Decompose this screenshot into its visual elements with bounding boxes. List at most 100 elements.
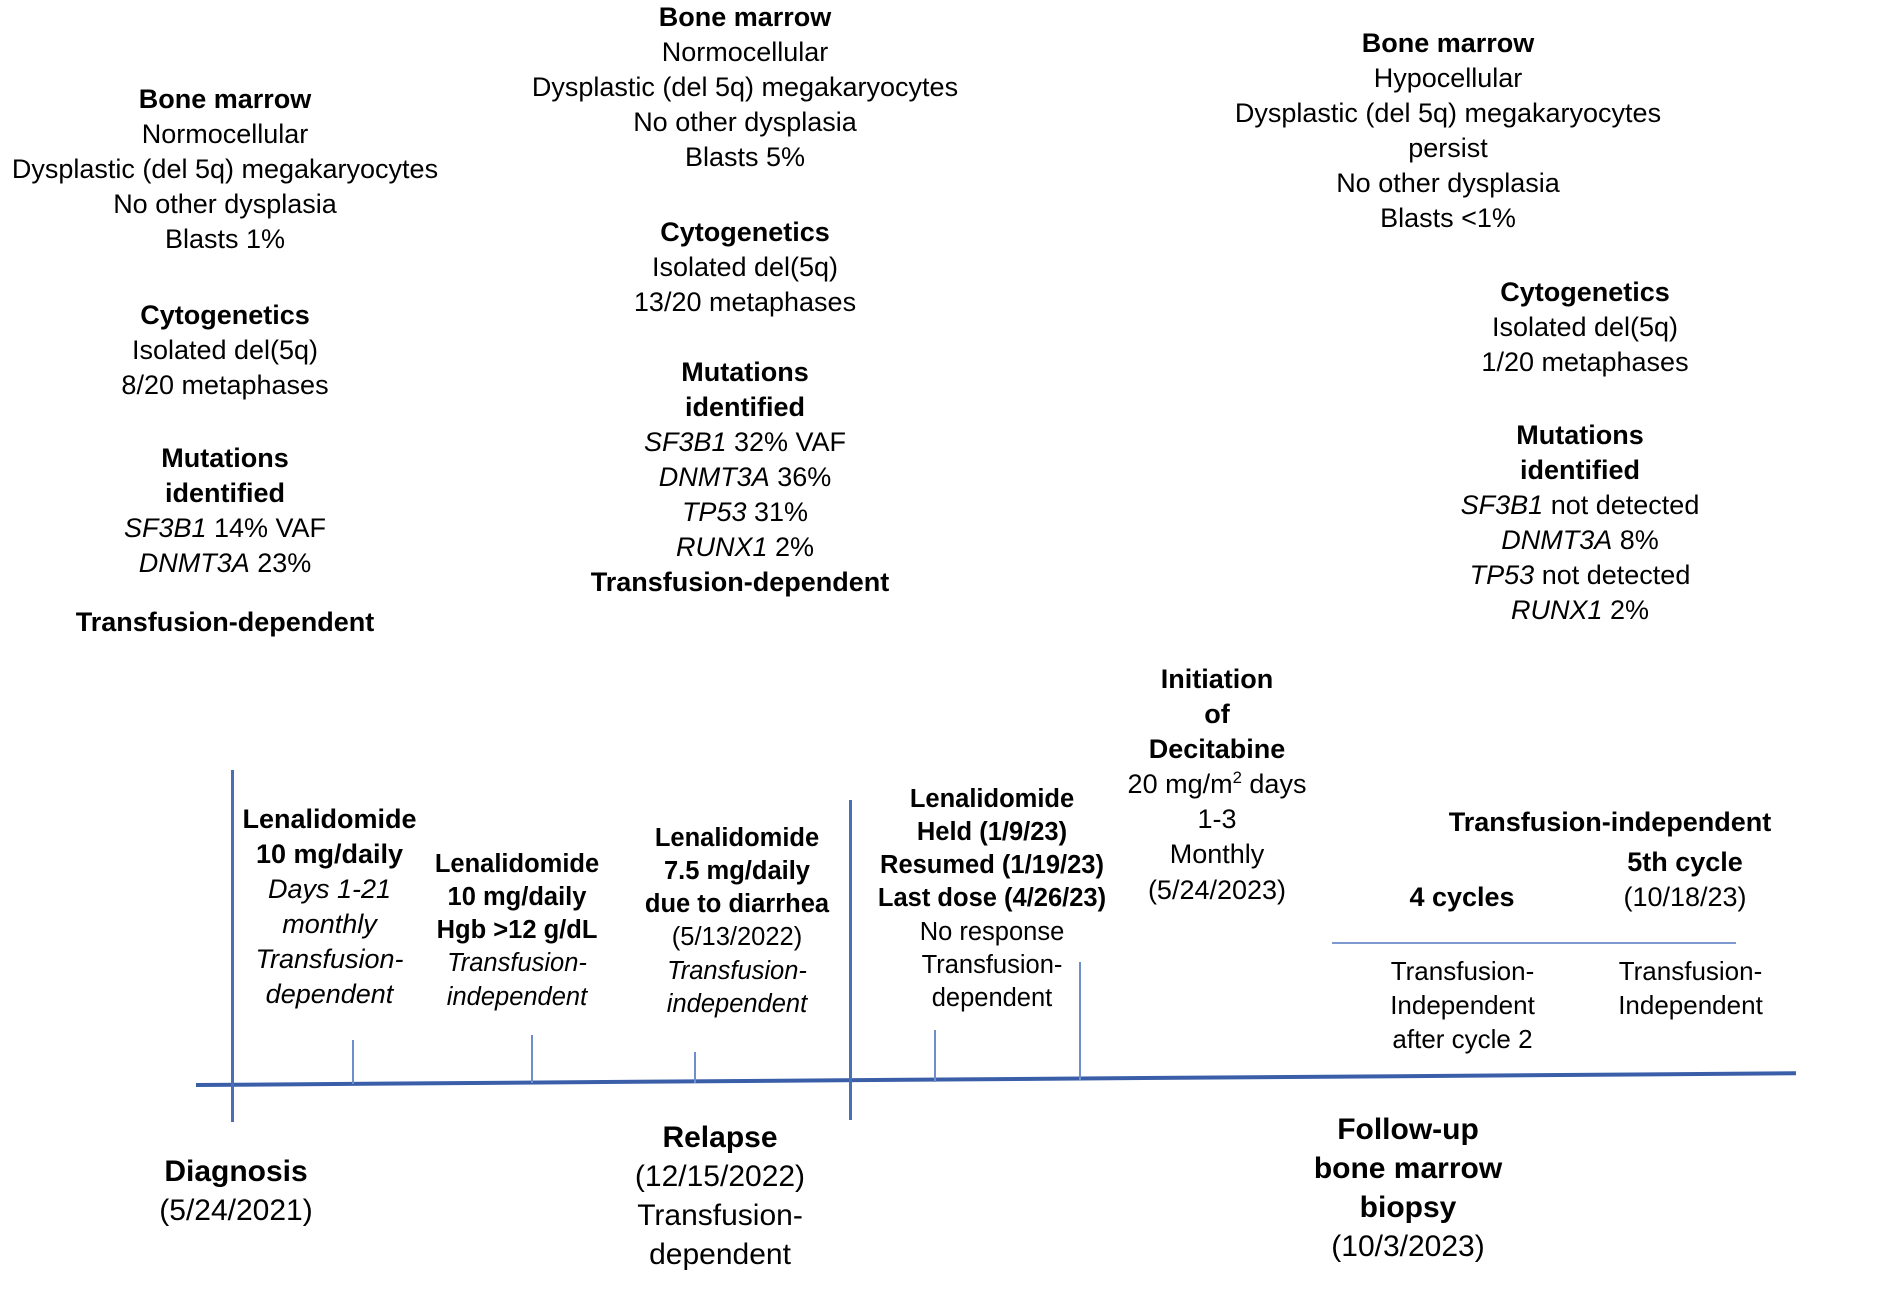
len3-italic-1: Transfusion- <box>667 956 807 985</box>
followup-mutations-heading-1: Mutations <box>1516 420 1644 450</box>
diagnosis-mutation-value-1: 14% VAF <box>214 513 327 544</box>
diagnosis-cytogenetics-line-1: Isolated del(5q) <box>131 335 319 366</box>
len1-italic-2: monthly <box>282 909 377 940</box>
relapse-mutation-value-4: 2% <box>775 532 815 563</box>
followup-mutation-gene-1: SF3B1 <box>1460 490 1544 521</box>
response-cycles-label: 4 cycles <box>1409 882 1515 912</box>
len2-italic-1: Transfusion- <box>447 949 587 978</box>
len1-bold-2: 10 mg/daily <box>255 839 404 870</box>
tick-lenalidomide-3 <box>694 1052 696 1083</box>
milestone-followup-label-1: Follow-up <box>1337 1113 1479 1146</box>
panel-diagnosis-marrow: Bone marrow Normocellular Dysplastic (de… <box>0 82 460 257</box>
followup-bone-marrow-line-5: Blasts <1% <box>1380 203 1516 234</box>
len4-bold-1: Lenalidomide <box>909 785 1075 813</box>
relapse-mutations-heading-2: identified <box>685 392 805 423</box>
response-right-note-2: Independent <box>1618 989 1763 1020</box>
milestone-diagnosis-label: Diagnosis <box>164 1155 308 1188</box>
panel-diagnosis-cytogenetics: Cytogenetics Isolated del(5q) 8/20 metap… <box>20 298 430 403</box>
diagnosis-mutation-row: DNMT3A 23% <box>20 546 430 581</box>
panel-followup-mutations: Mutations identified SF3B1 not detected … <box>1360 418 1800 629</box>
relapse-cytogenetics-line-1: Isolated del(5q) <box>651 252 839 283</box>
diagnosis-mutation-gene-1: SF3B1 <box>123 513 207 544</box>
len4-plain-1: No response <box>919 917 1065 946</box>
relapse-bone-marrow-line-1: Normocellular <box>661 37 829 68</box>
len2-italic-2: independent <box>446 982 588 1011</box>
len2-bold-2: 10 mg/daily <box>447 883 587 912</box>
len2-bold-3: Hgb >12 g/dL <box>436 916 598 945</box>
len1-italic-4: dependent <box>265 979 394 1010</box>
response-heading-2: 5th cycle <box>1627 847 1743 877</box>
len4-bold-2: Held (1/9/23) <box>916 818 1068 847</box>
tick-lenalidomide-1 <box>352 1040 354 1084</box>
decitabine-dose-suffix: days <box>1241 769 1307 800</box>
relapse-mutation-row: DNMT3A 36% <box>540 460 950 495</box>
timeline-axis <box>195 1071 1796 1087</box>
followup-mutation-row: DNMT3A 8% <box>1360 523 1800 558</box>
relapse-bone-marrow-line-3: No other dysplasia <box>633 107 857 138</box>
treatment-lenalidomide-1: Lenalidomide 10 mg/daily Days 1-21 month… <box>222 802 437 1013</box>
followup-mutation-value-3: not detected <box>1541 560 1691 591</box>
response-right-note: Transfusion- Independent <box>1583 955 1798 1023</box>
decitabine-plain-1: 1-3 <box>1197 804 1237 835</box>
len3-bold-1: Lenalidomide <box>654 824 820 852</box>
len4-plain-2: Transfusion- <box>921 950 1063 979</box>
followup-mutation-value-4: 2% <box>1610 595 1650 626</box>
panel-relapse-cytogenetics: Cytogenetics Isolated del(5q) 13/20 meta… <box>540 215 950 320</box>
treatment-decitabine: Initiation of Decitabine 20 mg/m2 days 1… <box>1108 662 1326 908</box>
relapse-mutation-value-2: 36% <box>777 462 832 493</box>
relapse-mutation-gene-4: RUNX1 <box>675 532 768 563</box>
len4-plain-3: dependent <box>931 983 1053 1012</box>
relapse-bone-marrow-line-2: Dysplastic (del 5q) megakaryocytes <box>531 72 959 103</box>
relapse-mutation-row: SF3B1 32% VAF <box>540 425 950 460</box>
followup-mutation-row: TP53 not detected <box>1360 558 1800 593</box>
decitabine-dose-prefix: 20 mg/m <box>1127 769 1233 800</box>
diagnosis-cytogenetics-line-2: 8/20 metaphases <box>121 370 329 401</box>
relapse-bone-marrow-heading: Bone marrow <box>658 2 832 32</box>
diagnosis-mutation-gene-2: DNMT3A <box>138 548 250 579</box>
milestone-relapse-note-1: Transfusion- <box>637 1199 803 1232</box>
followup-mutation-value-1: not detected <box>1550 490 1700 521</box>
followup-mutation-gene-3: TP53 <box>1469 560 1535 591</box>
diagnosis-bone-marrow-line-1: Normocellular <box>141 119 309 150</box>
followup-mutations-heading-2: identified <box>1520 455 1640 486</box>
response-divider-line <box>1332 942 1736 944</box>
diagnosis-mutation-value-2: 23% <box>257 548 312 579</box>
decitabine-plain-3: (5/24/2023) <box>1147 874 1287 905</box>
diagnosis-bone-marrow-line-2: Dysplastic (del 5q) megakaryocytes <box>11 154 439 185</box>
panel-followup-cytogenetics: Cytogenetics Isolated del(5q) 1/20 metap… <box>1380 275 1790 380</box>
relapse-mutation-value-3: 31% <box>754 497 809 528</box>
tick-relapse <box>849 800 852 1120</box>
followup-cytogenetics-line-2: 1/20 metaphases <box>1481 347 1689 378</box>
decitabine-bold-3: Decitabine <box>1148 734 1286 765</box>
decitabine-dose-exponent: 2 <box>1232 768 1242 788</box>
followup-mutation-row: SF3B1 not detected <box>1360 488 1800 523</box>
len1-italic-1: Days 1-21 <box>267 874 392 905</box>
milestone-followup-date: (10/3/2023) <box>1331 1230 1485 1263</box>
len4-bold-4: Last dose (4/26/23) <box>877 884 1107 913</box>
milestone-followup: Follow-up bone marrow biopsy (10/3/2023) <box>1258 1110 1558 1266</box>
tick-lenalidomide-4 <box>934 1030 936 1082</box>
milestone-relapse-label: Relapse <box>662 1121 778 1154</box>
milestone-relapse-note-2: dependent <box>649 1238 791 1271</box>
len1-italic-3: Transfusion- <box>255 944 404 975</box>
treatment-lenalidomide-4: Lenalidomide Held (1/9/23) Resumed (1/19… <box>862 783 1122 1015</box>
panel-followup-marrow: Bone marrow Hypocellular Dysplastic (del… <box>1128 26 1768 237</box>
treatment-lenalidomide-3: Lenalidomide 7.5 mg/daily due to diarrhe… <box>617 822 857 1021</box>
relapse-cytogenetics-heading: Cytogenetics <box>660 217 830 247</box>
followup-mutation-row: RUNX1 2% <box>1360 593 1800 628</box>
relapse-cytogenetics-line-2: 13/20 metaphases <box>633 287 857 318</box>
relapse-mutation-gene-3: TP53 <box>681 497 747 528</box>
diagnosis-bone-marrow-line-4: Blasts 1% <box>164 224 286 255</box>
response-date: (10/18/23) <box>1623 882 1747 912</box>
followup-bone-marrow-line-3: persist <box>1408 133 1488 164</box>
len3-date: (5/13/2022) <box>671 923 803 952</box>
decitabine-bold-2: of <box>1204 699 1230 730</box>
len3-bold-3: due to diarrhea <box>644 890 830 919</box>
diagnosis-cytogenetics-heading: Cytogenetics <box>140 300 310 330</box>
diagnosis-status-badge: Transfusion-dependent <box>75 607 375 637</box>
followup-cytogenetics-heading: Cytogenetics <box>1500 277 1670 307</box>
relapse-mutation-gene-2: DNMT3A <box>658 462 770 493</box>
diagnosis-bone-marrow-heading: Bone marrow <box>138 84 312 114</box>
followup-cytogenetics-line-1: Isolated del(5q) <box>1491 312 1679 343</box>
tick-decitabine <box>1079 962 1081 1080</box>
